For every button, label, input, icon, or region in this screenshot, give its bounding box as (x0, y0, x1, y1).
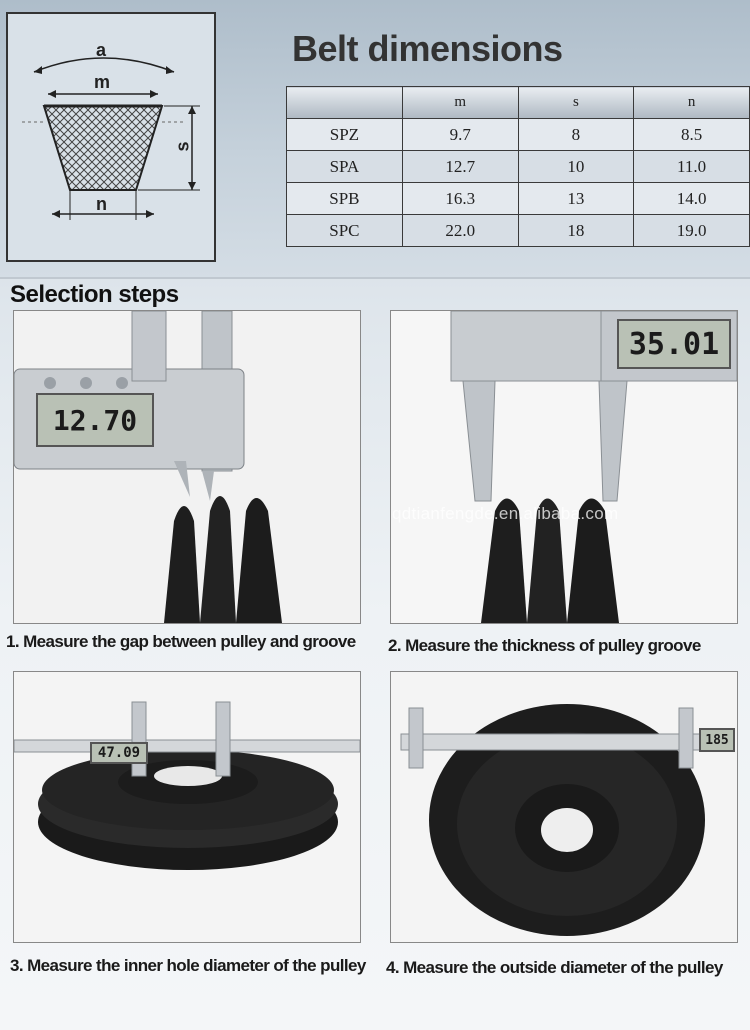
table-cell: 14.0 (633, 182, 750, 215)
lcd-reading: 47.09 (90, 742, 148, 764)
step-2-caption: 2. Measure the thickness of pulley groov… (388, 636, 701, 655)
caliper-outside-diameter-measure-image (391, 672, 737, 942)
watermark-text: qdtianfengde.en.alibaba.com (392, 504, 619, 523)
table-cell: 16.3 (401, 182, 519, 215)
table-cell: 19.0 (633, 214, 750, 247)
lcd-reading: 35.01 (617, 319, 731, 369)
table-cell: 11.0 (633, 150, 750, 183)
table-header-cell: s (517, 86, 635, 119)
table-cell: 8 (517, 118, 635, 151)
step-3-photo: 47.09 (13, 671, 361, 943)
table-cell: 12.7 (401, 150, 519, 183)
section-title: Selection steps (10, 281, 179, 308)
step-2-photo: 35.01 (390, 310, 738, 624)
page-title: Belt dimensions (292, 28, 563, 69)
step-4-photo: 185 (390, 671, 738, 943)
step-3-caption: 3. Measure the inner hole diameter of th… (10, 956, 366, 975)
step-1-photo: 12.70 (13, 310, 361, 624)
table-row: SPB 16.3 13 14.0 (286, 182, 750, 215)
caliper-gap-measure-image (14, 311, 360, 623)
label-a: a (96, 40, 107, 60)
table-row: SPC 22.0 18 19.0 (286, 214, 750, 247)
belt-cross-section-diagram: a m s n (6, 12, 216, 262)
table-row: SPA 12.7 10 11.0 (286, 150, 750, 183)
table-header-row: m s n (286, 86, 750, 119)
step-4-caption: 4. Measure the outside diameter of the p… (386, 958, 723, 977)
table-row: SPZ 9.7 8 8.5 (286, 118, 750, 151)
table-cell: 10 (517, 150, 635, 183)
table-header-cell (286, 86, 403, 119)
label-s: s (172, 141, 193, 152)
table-cell: 22.0 (401, 214, 519, 247)
table-header-cell: n (633, 86, 750, 119)
label-n: n (96, 194, 107, 214)
table-cell: 9.7 (401, 118, 519, 151)
table-header-cell: m (401, 86, 519, 119)
lcd-reading: 185 (699, 728, 735, 752)
belt-dimensions-table: m s n SPZ 9.7 8 8.5 SPA 12.7 10 11.0 SPB… (286, 86, 750, 247)
caliper-inner-hole-measure-image (14, 672, 360, 942)
lcd-reading: 12.70 (36, 393, 154, 447)
table-cell: SPZ (286, 118, 403, 151)
section-divider (0, 277, 750, 279)
table-cell: 13 (517, 182, 635, 215)
belt-profile-drawing (22, 57, 200, 220)
table-cell: SPC (286, 214, 403, 247)
table-cell: 18 (517, 214, 635, 247)
step-1-caption: 1. Measure the gap between pulley and gr… (6, 632, 356, 651)
table-cell: 8.5 (633, 118, 750, 151)
label-m: m (94, 72, 111, 92)
table-cell: SPA (286, 150, 403, 183)
table-cell: SPB (286, 182, 403, 215)
